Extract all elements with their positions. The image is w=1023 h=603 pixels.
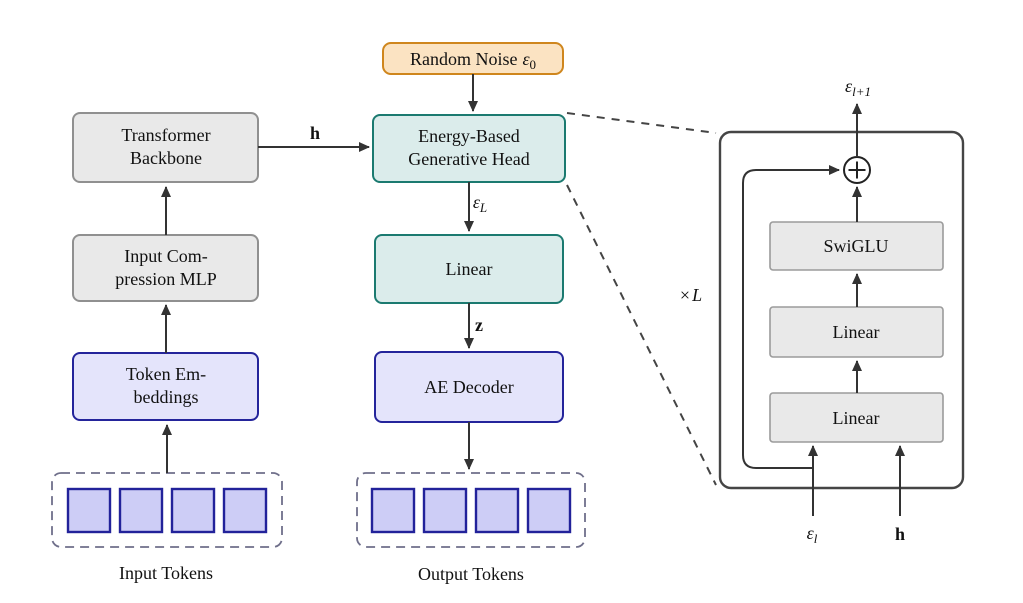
- linear-label: Linear: [446, 259, 493, 279]
- token-embeddings-label-line2: beddings: [134, 387, 199, 407]
- linear-top-label: Linear: [833, 322, 880, 342]
- expansion-dash-top: [566, 112, 717, 134]
- input-tokens-label: Input Tokens: [119, 563, 213, 583]
- detail-eps-input-label: εl: [807, 523, 818, 546]
- transformer-backbone-label-line1: Transformer: [121, 125, 210, 145]
- output-tokens-container: [356, 472, 586, 548]
- token-square: [474, 487, 520, 534]
- token-square: [422, 487, 468, 534]
- token-square: [66, 487, 112, 534]
- input-compression-mlp-label-line2: pression MLP: [115, 269, 217, 289]
- token-square: [526, 487, 572, 534]
- energy-head-label-line1: Energy-Based: [418, 126, 520, 146]
- transformer-backbone-label-line2: Backbone: [130, 148, 202, 168]
- input-compression-mlp-box: [72, 234, 259, 302]
- ae-decoder-label: AE Decoder: [424, 377, 513, 397]
- detail-h-input-label: h: [895, 524, 905, 544]
- energy-head-label-line2: Generative Head: [408, 149, 529, 169]
- edge-label-eps-L: εL: [473, 192, 487, 215]
- edge-label-z: z: [475, 315, 483, 335]
- repeat-label: ×L: [680, 285, 702, 305]
- linear-bottom-label: Linear: [833, 408, 880, 428]
- token-square: [222, 487, 268, 534]
- swiglu-label: SwiGLU: [823, 236, 888, 256]
- expansion-dash-bottom: [566, 184, 717, 486]
- token-square: [118, 487, 164, 534]
- detail-output-label: εl+1: [845, 76, 871, 99]
- output-tokens-label: Output Tokens: [418, 564, 524, 584]
- residual-connection: [742, 165, 840, 469]
- token-square: [370, 487, 416, 534]
- input-compression-mlp-label-line1: Input Com-: [124, 246, 208, 266]
- plus-icon: [843, 156, 871, 184]
- token-embeddings-label-line1: Token Em-: [126, 364, 206, 384]
- edge-label-h: h: [310, 123, 320, 143]
- token-square: [170, 487, 216, 534]
